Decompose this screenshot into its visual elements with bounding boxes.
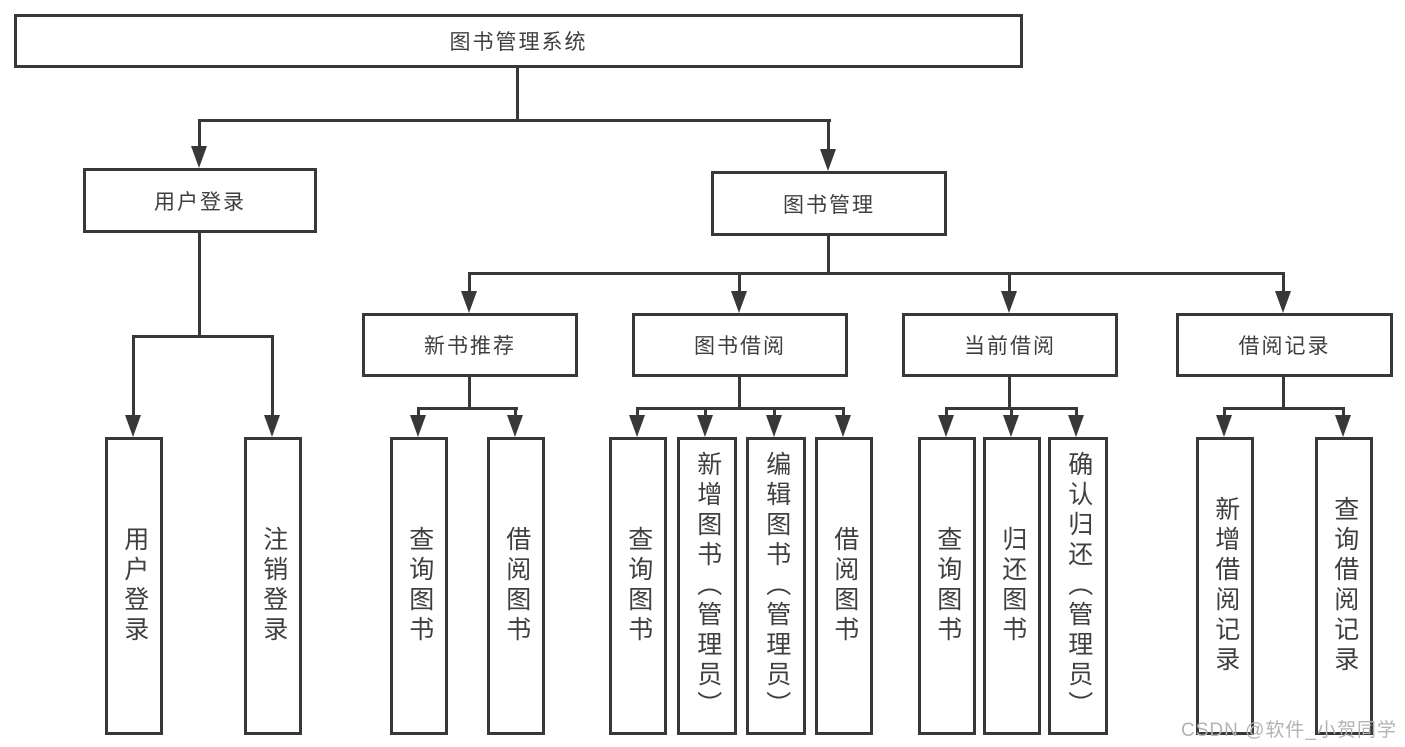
connector-v <box>468 272 471 292</box>
connector-h <box>132 335 274 338</box>
connector-v <box>773 407 776 417</box>
connector-v <box>198 119 201 147</box>
leaf-label: 查询借阅记录 <box>1330 496 1359 676</box>
arrowhead-icon <box>1003 415 1019 437</box>
connector-h <box>1223 407 1345 410</box>
node-book-management: 图书管理 <box>711 171 947 236</box>
arrowhead-icon <box>820 149 836 171</box>
arrowhead-icon <box>629 415 645 437</box>
leaf-borrow-books: 借阅图书 <box>815 437 873 735</box>
leaf-edit-books-admin: 编辑图书（管理员） <box>746 437 806 735</box>
node-user-login: 用户登录 <box>83 168 317 233</box>
leaf-label: 注销登录 <box>259 526 288 646</box>
node-library-management-system: 图书管理系统 <box>14 14 1023 68</box>
node-label: 图书管理系统 <box>449 31 588 54</box>
connector-v <box>945 407 948 417</box>
arrowhead-icon <box>410 415 426 437</box>
connector-h <box>636 407 845 410</box>
leaf-logout: 注销登录 <box>244 437 302 735</box>
connector-v <box>842 407 845 417</box>
connector-h <box>468 272 1285 275</box>
connector-v <box>271 335 274 416</box>
node-new-book-recommendation: 新书推荐 <box>362 313 578 377</box>
leaf-label: 借阅图书 <box>502 526 531 646</box>
leaf-label: 查询图书 <box>933 526 962 646</box>
leaf-label: 借阅图书 <box>830 526 859 646</box>
leaf-label: 归还图书 <box>998 526 1027 646</box>
connector-v <box>514 407 517 417</box>
node-label: 图书管理 <box>783 193 875 217</box>
node-label: 图书借阅 <box>694 335 786 358</box>
connector-v <box>1075 407 1078 417</box>
leaf-query-books-recommend: 查询图书 <box>390 437 448 735</box>
arrowhead-icon <box>125 415 141 437</box>
leaf-query-borrow-record: 查询借阅记录 <box>1315 437 1373 735</box>
connector-v <box>132 335 135 416</box>
arrowhead-icon <box>1216 415 1232 437</box>
connector-v <box>704 407 707 417</box>
arrowhead-icon <box>835 415 851 437</box>
connector-v <box>1008 377 1011 410</box>
connector-h <box>198 119 831 122</box>
connector-v <box>516 68 519 121</box>
arrowhead-icon <box>191 146 207 168</box>
leaf-query-books-current: 查询图书 <box>918 437 976 735</box>
csdn-watermark: CSDN @软件_小贺同学 <box>1181 720 1397 741</box>
arrowhead-icon <box>1275 291 1291 313</box>
leaf-return-books: 归还图书 <box>983 437 1041 735</box>
connector-v <box>738 272 741 292</box>
node-label: 用户登录 <box>154 190 246 214</box>
arrowhead-icon <box>938 415 954 437</box>
node-label: 新书推荐 <box>424 335 516 358</box>
connector-v <box>198 233 201 335</box>
connector-v <box>738 377 741 410</box>
arrowhead-icon <box>461 291 477 313</box>
node-borrowing-records: 借阅记录 <box>1176 313 1393 377</box>
leaf-label: 查询图书 <box>405 526 434 646</box>
arrowhead-icon <box>766 415 782 437</box>
connector-v <box>827 236 830 275</box>
connector-v <box>1282 377 1285 410</box>
arrowhead-icon <box>731 291 747 313</box>
leaf-label: 确认归还（管理员） <box>1064 451 1093 721</box>
node-label: 当前借阅 <box>964 335 1056 358</box>
arrowhead-icon <box>1068 415 1084 437</box>
node-current-borrowing: 当前借阅 <box>902 313 1118 377</box>
connector-v <box>468 377 471 410</box>
connector-h <box>417 407 518 410</box>
leaf-label: 查询图书 <box>624 526 653 646</box>
leaf-borrow-books-recommend: 借阅图书 <box>487 437 545 735</box>
arrowhead-icon <box>697 415 713 437</box>
node-label: 借阅记录 <box>1238 335 1331 358</box>
leaf-label: 新增图书（管理员） <box>693 451 722 721</box>
leaf-query-books-borrowing: 查询图书 <box>609 437 667 735</box>
leaf-label: 编辑图书（管理员） <box>762 451 791 721</box>
connector-v <box>417 407 420 417</box>
connector-v <box>827 119 830 150</box>
arrowhead-icon <box>1335 415 1351 437</box>
leaf-add-borrow-record: 新增借阅记录 <box>1196 437 1254 735</box>
arrowhead-icon <box>1001 291 1017 313</box>
connector-v <box>1223 407 1226 417</box>
connector-v <box>1342 407 1345 417</box>
leaf-confirm-return-admin: 确认归还（管理员） <box>1048 437 1108 735</box>
leaf-user-login: 用户登录 <box>105 437 163 735</box>
leaf-add-books-admin: 新增图书（管理员） <box>677 437 737 735</box>
connector-v <box>1008 272 1011 292</box>
leaf-label: 新增借阅记录 <box>1211 496 1240 676</box>
connector-v <box>636 407 639 417</box>
arrowhead-icon <box>507 415 523 437</box>
leaf-label: 用户登录 <box>120 526 149 646</box>
connector-v <box>1010 407 1013 417</box>
connector-v <box>1282 272 1285 292</box>
arrowhead-icon <box>264 415 280 437</box>
node-book-borrowing: 图书借阅 <box>632 313 848 377</box>
